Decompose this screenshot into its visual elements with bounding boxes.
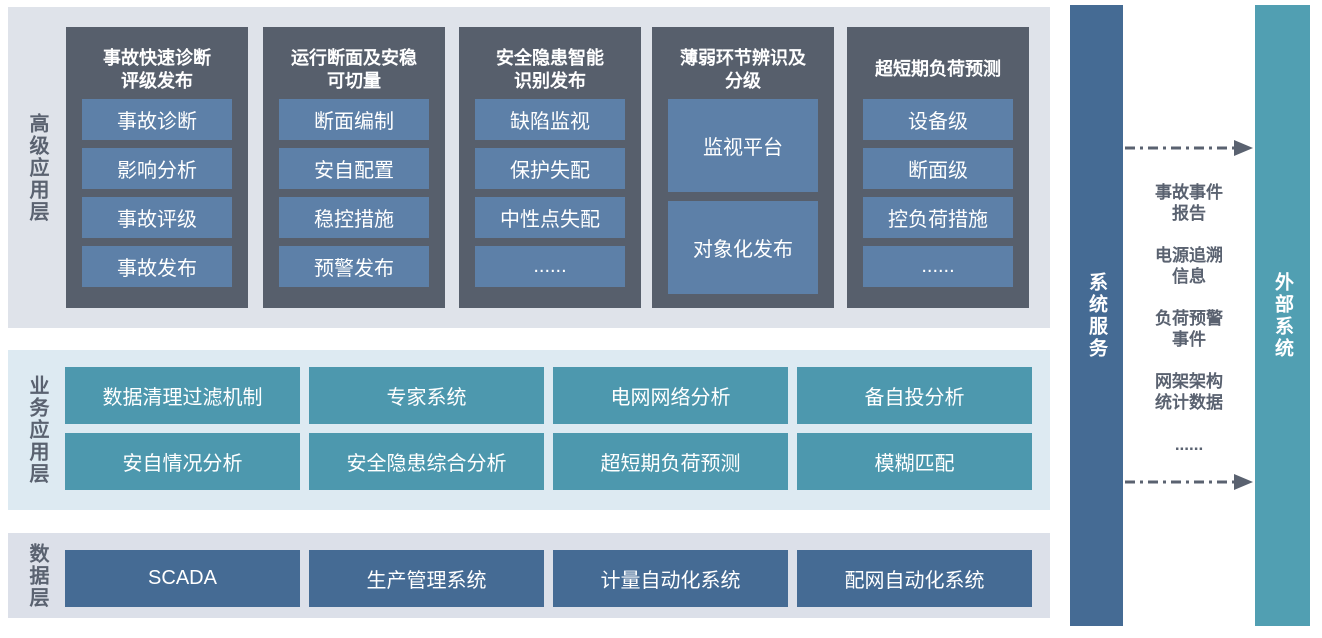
exchange-item-line: 电源追溯: [1155, 246, 1223, 265]
app-column: 事故快速诊断评级发布事故诊断影响分析事故评级事故发布: [66, 27, 248, 308]
app-column: 安全隐患智能识别发布缺陷监视保护失配中性点失配......: [459, 27, 641, 308]
exchange-zone: 事故事件报告电源追溯信息负荷预警事件网架架构统计数据......: [1123, 0, 1255, 638]
module-chip: 安自配置: [279, 148, 429, 189]
app-column: 薄弱环节辨识及分级监视平台对象化发布: [652, 27, 834, 308]
module-chip: 预警发布: [279, 246, 429, 287]
business-buttons-grid: 数据清理过滤机制专家系统电网网络分析备自投分析安自情况分析安全隐患综合分析超短期…: [65, 367, 1032, 490]
column-title: 运行断面及安稳可切量: [279, 40, 429, 99]
business-module-chip: 安全隐患综合分析: [309, 433, 544, 490]
exchange-item-line: 事故事件: [1155, 183, 1223, 202]
exchange-items-list: 事故事件报告电源追溯信息负荷预警事件网架架构统计数据......: [1123, 182, 1255, 455]
business-module-chip: 备自投分析: [797, 367, 1032, 424]
business-module-chip: 数据清理过滤机制: [65, 367, 300, 424]
column-items: 缺陷监视保护失配中性点失配......: [475, 99, 625, 287]
module-chip: 控负荷措施: [863, 197, 1013, 238]
advanced-layer-label-zone: 高级应用层: [8, 7, 66, 328]
exchange-item-line: 事件: [1172, 330, 1206, 349]
module-chip: 稳控措施: [279, 197, 429, 238]
module-chip: 事故诊断: [82, 99, 232, 140]
business-layer-label-zone: 业务应用层: [8, 350, 66, 510]
exchange-item: 电源追溯信息: [1155, 245, 1223, 287]
external-system-label: 外部系统: [1272, 271, 1293, 360]
column-items: 事故诊断影响分析事故评级事故发布: [82, 99, 232, 287]
column-title: 事故快速诊断评级发布: [82, 40, 232, 99]
exchange-item: ......: [1175, 434, 1203, 455]
advanced-columns: 事故快速诊断评级发布事故诊断影响分析事故评级事故发布运行断面及安稳可切量断面编制…: [8, 27, 1050, 308]
data-source-chip: 计量自动化系统: [553, 550, 788, 607]
module-chip: 对象化发布: [668, 201, 818, 294]
module-chip: 断面编制: [279, 99, 429, 140]
data-source-chip: 配网自动化系统: [797, 550, 1032, 607]
exchange-item-line: 网架架构: [1155, 372, 1223, 391]
module-chip: 设备级: [863, 99, 1013, 140]
column-items: 断面编制安自配置稳控措施预警发布: [279, 99, 429, 287]
advanced-layer-label: 高级应用层: [26, 112, 48, 223]
column-title-line: 安全隐患智能: [496, 47, 604, 68]
business-layer-label: 业务应用层: [26, 375, 48, 485]
exchange-item-line: ......: [1174, 435, 1204, 454]
column-items: 监视平台对象化发布: [668, 99, 818, 294]
app-column: 超短期负荷预测设备级断面级控负荷措施......: [847, 27, 1029, 308]
business-module-chip: 专家系统: [309, 367, 544, 424]
external-system-bar: 外部系统: [1255, 5, 1310, 626]
business-module-chip: 电网网络分析: [553, 367, 788, 424]
module-chip: 监视平台: [668, 99, 818, 192]
column-title-line: 事故快速诊断: [103, 47, 211, 68]
exchange-item-line: 报告: [1172, 204, 1206, 223]
data-flow-arrow-bottom: [1125, 474, 1253, 490]
column-title: 安全隐患智能识别发布: [475, 40, 625, 99]
business-module-chip: 超短期负荷预测: [553, 433, 788, 490]
system-service-bar: 系统服务: [1070, 5, 1123, 626]
data-source-chip: 生产管理系统: [309, 550, 544, 607]
module-chip: 事故评级: [82, 197, 232, 238]
column-title-line: 识别发布: [514, 70, 586, 91]
exchange-item: 负荷预警事件: [1155, 308, 1223, 350]
advanced-application-layer-panel: 高级应用层 事故快速诊断评级发布事故诊断影响分析事故评级事故发布运行断面及安稳可…: [8, 7, 1050, 328]
business-module-chip: 安自情况分析: [65, 433, 300, 490]
module-chip: ......: [863, 246, 1013, 287]
business-module-chip: 模糊匹配: [797, 433, 1032, 490]
exchange-item: 网架架构统计数据: [1155, 371, 1223, 413]
data-layer-label: 数据层: [26, 542, 48, 609]
exchange-item: 事故事件报告: [1155, 182, 1223, 224]
system-service-label: 系统服务: [1086, 271, 1107, 360]
data-layer-label-zone: 数据层: [8, 533, 66, 618]
exchange-item-line: 负荷预警: [1155, 309, 1223, 328]
module-chip: 缺陷监视: [475, 99, 625, 140]
exchange-item-line: 信息: [1172, 267, 1206, 286]
column-title-line: 超短期负荷预测: [875, 59, 1001, 79]
module-chip: ......: [475, 246, 625, 287]
module-chip: 保护失配: [475, 148, 625, 189]
column-title-line: 运行断面及安稳: [291, 47, 417, 68]
column-title-line: 可切量: [327, 70, 381, 91]
column-title: 薄弱环节辨识及分级: [668, 40, 818, 99]
column-title-line: 薄弱环节辨识及: [680, 47, 806, 68]
exchange-item-line: 统计数据: [1155, 393, 1223, 412]
module-chip: 中性点失配: [475, 197, 625, 238]
business-application-layer-panel: 业务应用层 数据清理过滤机制专家系统电网网络分析备自投分析安自情况分析安全隐患综…: [8, 350, 1050, 510]
module-chip: 影响分析: [82, 148, 232, 189]
column-items: 设备级断面级控负荷措施......: [863, 99, 1013, 287]
column-title-line: 评级发布: [121, 70, 193, 91]
column-title: 超短期负荷预测: [863, 40, 1013, 99]
module-chip: 断面级: [863, 148, 1013, 189]
data-flow-arrow-top: [1125, 140, 1253, 156]
module-chip: 事故发布: [82, 246, 232, 287]
column-title-line: 分级: [725, 70, 761, 91]
app-column: 运行断面及安稳可切量断面编制安自配置稳控措施预警发布: [263, 27, 445, 308]
data-source-chip: SCADA: [65, 550, 300, 607]
